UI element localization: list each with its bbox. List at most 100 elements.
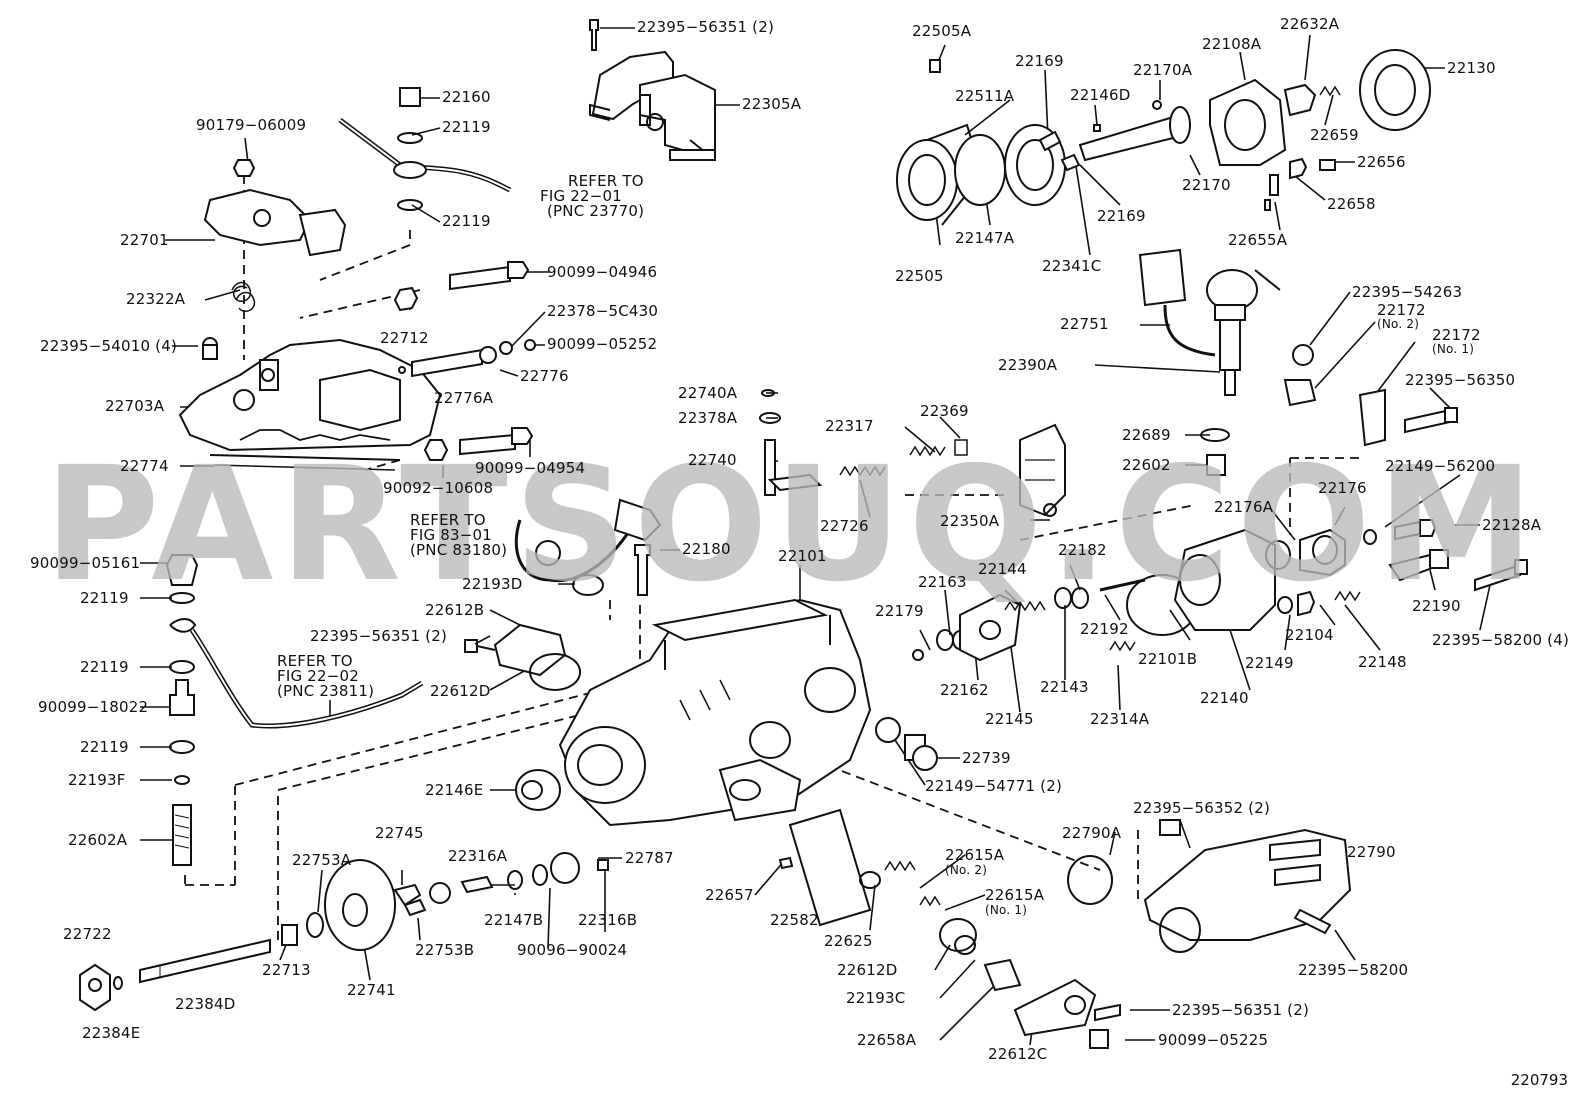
label-22163: 22163 [918,573,967,591]
label-22172-no1-suffix: (No. 1) [1432,342,1475,356]
label-22632a: 22632A [1280,15,1340,33]
label-22104: 22104 [1285,626,1334,644]
label-22395-54010: 22395−54010 (4) [40,337,178,355]
label-22740a: 22740A [678,384,738,402]
label-22612d: 22612D [430,682,491,700]
governor-lever-22350a [1019,423,1066,517]
label-22745: 22745 [375,824,424,842]
label-22147b: 22147B [484,911,544,929]
label-refer-to-3: REFER TO [277,652,353,670]
label-22511a: 22511A [955,87,1015,105]
label-22615a-no1-suffix: (No. 1) [985,903,1028,917]
plug-22739 [515,717,938,811]
label-22341c: 22341C [1042,257,1102,275]
sensor-harness [514,498,662,596]
label-22119-e: 22119 [80,738,129,756]
label-22149-56200: 22149−56200 [1385,457,1496,475]
label-22655a: 22655A [1228,231,1288,249]
label-22602: 22602 [1122,456,1171,474]
label-22149-54771: 22149−54771 (2) [925,777,1063,795]
label-22160: 22160 [442,88,491,106]
lever-22740 [759,389,823,496]
label-22701: 22701 [120,231,169,249]
cover-plate-22612b [464,623,581,691]
label-22395-56352: 22395−56352 (2) [1133,799,1271,817]
left-fittings [165,554,424,866]
label-22395-56351-mid: 22395−56351 (2) [310,627,448,645]
banjo-pipe [338,87,512,211]
label-pnc-23770: (PNC 23770) [547,202,645,220]
label-22395-58200-4: 22395−58200 (4) [1432,631,1570,649]
label-22656: 22656 [1357,153,1406,171]
label-22384e: 22384E [82,1024,141,1042]
label-22180: 22180 [682,540,731,558]
label-22776: 22776 [520,367,569,385]
label-22689: 22689 [1122,426,1171,444]
label-22505a: 22505A [912,22,972,40]
label-22193d: 22193D [462,575,523,593]
label-22149: 22149 [1245,654,1294,672]
label-22790: 22790 [1347,843,1396,861]
label-22726: 22726 [820,517,869,535]
label-22369: 22369 [920,402,969,420]
distributor-head-22790 [1067,819,1352,953]
governor-springs [839,439,968,477]
label-90096-90024: 90096−90024 [517,941,628,959]
label-22128a: 22128A [1482,516,1542,534]
label-22305a: 22305A [742,95,802,113]
label-22790a: 22790A [1062,824,1122,842]
label-22146e: 22146E [425,781,484,799]
label-22316a: 22316A [448,847,508,865]
label-22658: 22658 [1327,195,1376,213]
label-22108a: 22108A [1202,35,1262,53]
label-90099-18022: 90099−18022 [38,698,149,716]
label-22751: 22751 [1060,315,1109,333]
label-22350a: 22350A [940,512,1000,530]
label-22395-58200: 22395−58200 [1298,961,1409,979]
label-22615a-no1: 22615A [985,886,1045,904]
label-22722: 22722 [63,925,112,943]
fuel-cut-solenoid [1138,248,1281,396]
label-90099-05252: 90099−05252 [547,335,658,353]
label-22739: 22739 [962,749,1011,767]
label-fig-22-01: FIG 22−01 [540,187,622,205]
watermark: PARTSOUQ.COM [43,433,1541,617]
label-22148: 22148 [1358,653,1407,671]
label-22119-a: 22119 [442,118,491,136]
label-22390a: 22390A [998,356,1058,374]
label-22192: 22192 [1080,620,1129,638]
label-22169-a: 22169 [1015,52,1064,70]
label-22182: 22182 [1058,541,1107,559]
label-22119-b: 22119 [442,212,491,230]
label-22179: 22179 [875,602,924,620]
label-22144: 22144 [978,560,1027,578]
diagram-number: 220793 [1510,1071,1568,1089]
label-22176: 22176 [1318,479,1367,497]
label-22395-56351-bottom: 22395−56351 (2) [1172,1001,1310,1019]
label-fig-22-02: FIG 22−02 [277,667,359,685]
governor-cover-22703a [178,337,442,471]
brackets-22172 [1200,344,1458,476]
label-22787: 22787 [625,849,674,867]
label-22378-5c430: 22378−5C430 [547,302,659,320]
label-22625: 22625 [824,932,873,950]
label-22169-b: 22169 [1097,207,1146,225]
label-22753b: 22753B [415,941,475,959]
bracket-22305a [589,19,716,161]
label-pnc-83180: (PNC 83180) [410,541,508,559]
label-22172-no2: 22172 [1377,301,1426,319]
label-22190: 22190 [1412,597,1461,615]
label-22140: 22140 [1200,689,1249,707]
label-22615a-no2-suffix: (No. 2) [945,863,988,877]
label-22147a: 22147A [955,229,1015,247]
label-22119-d: 22119 [80,658,129,676]
label-22612b: 22612B [425,601,485,619]
label-90092-10608: 90092−10608 [383,479,494,497]
label-22130: 22130 [1447,59,1496,77]
label-22316b: 22316B [578,911,638,929]
label-22172-no1: 22172 [1432,326,1481,344]
label-22612d-b: 22612D [837,961,898,979]
label-22162: 22162 [940,681,989,699]
label-22703a: 22703A [105,397,165,415]
